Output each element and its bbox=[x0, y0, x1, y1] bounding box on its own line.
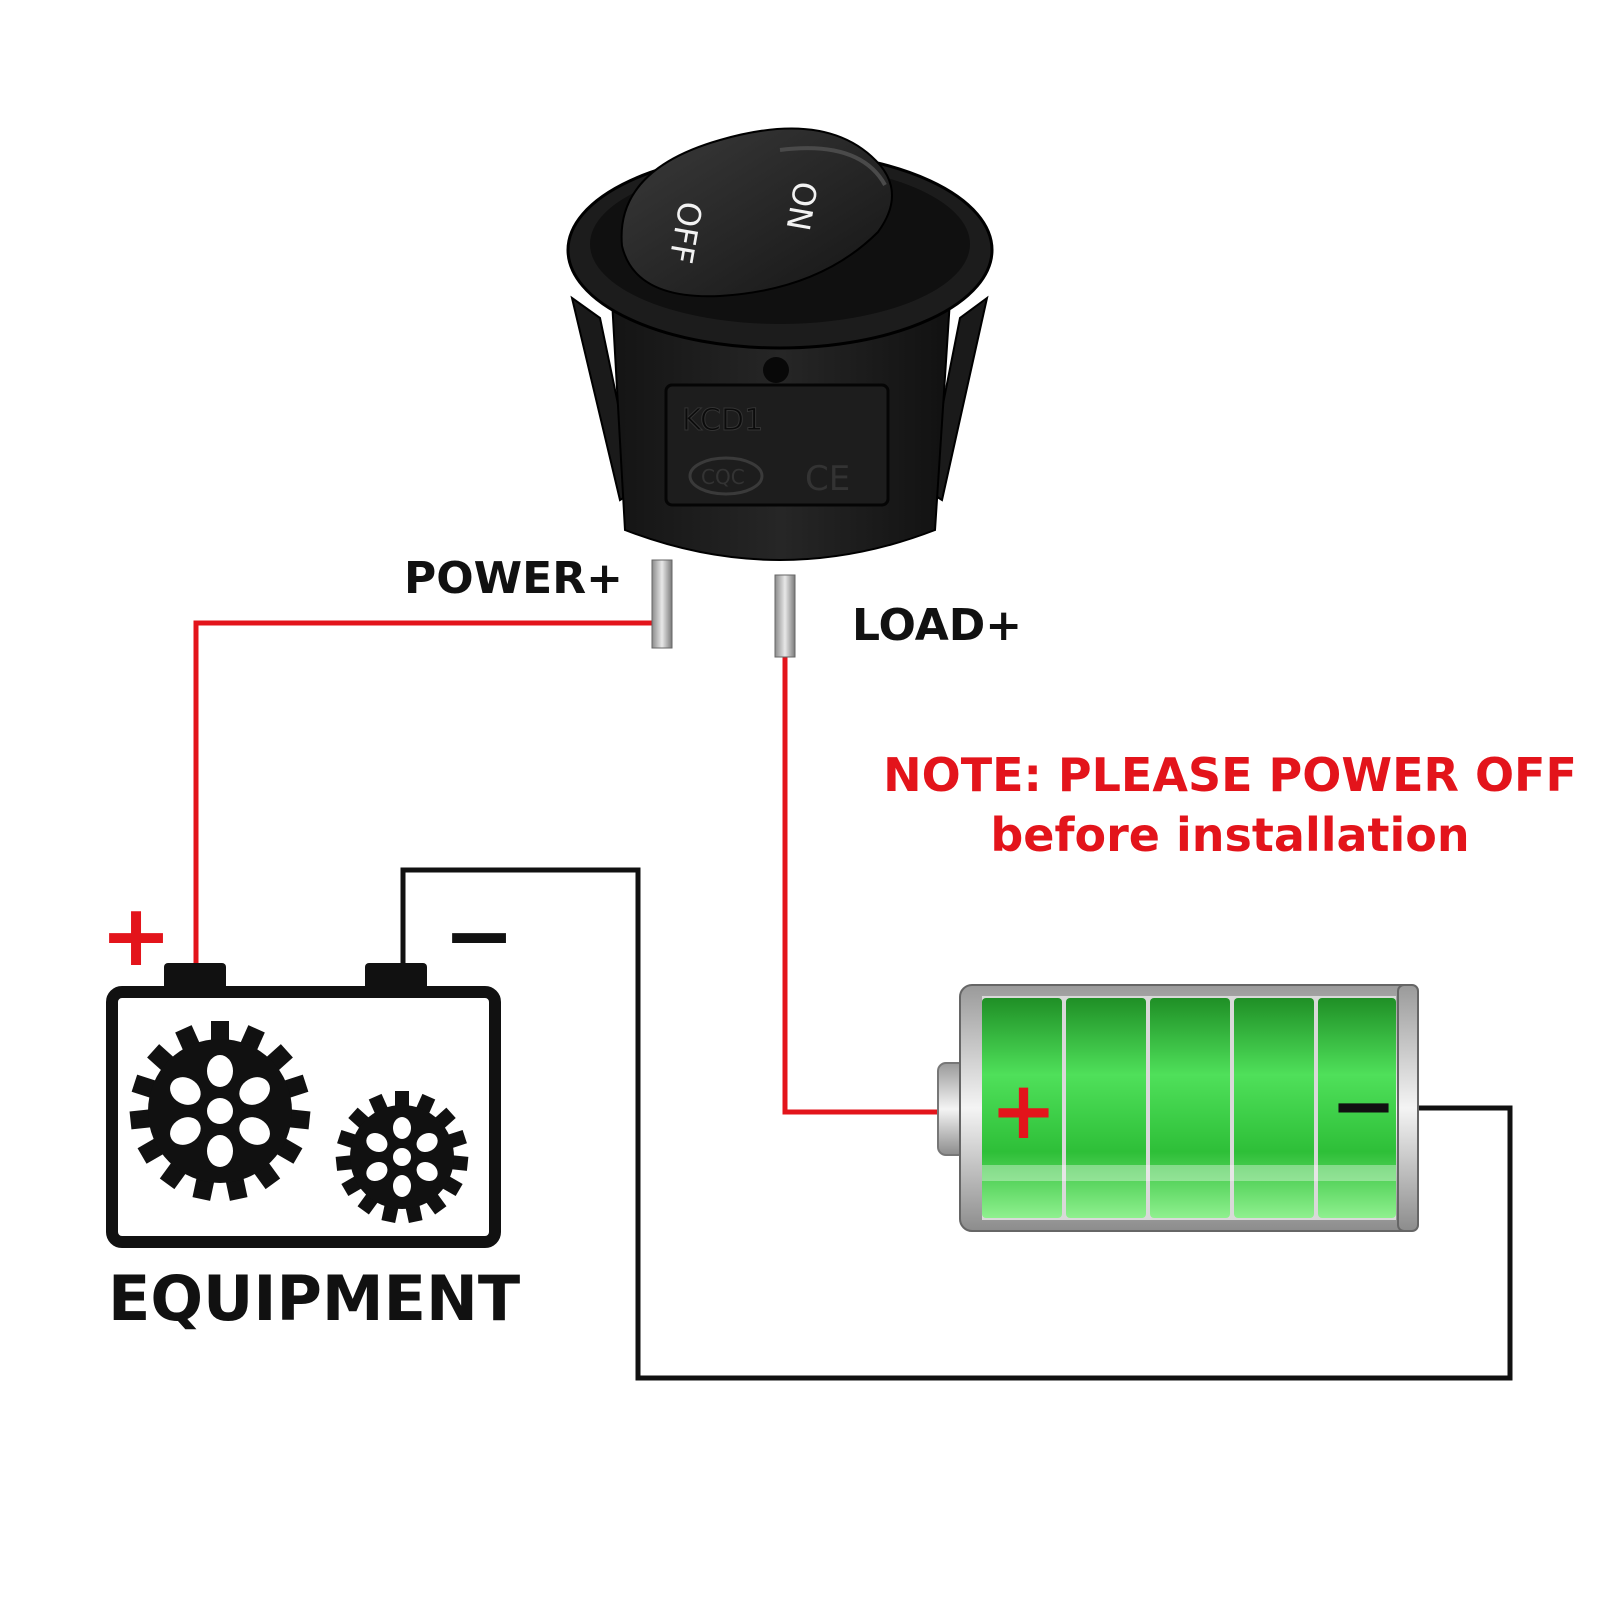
battery-cell bbox=[1234, 998, 1314, 1218]
rocker-switch: KCD1 CQC CE ON OFF bbox=[566, 127, 994, 658]
large-gear-icon bbox=[129, 1021, 311, 1201]
switch-cqc-text: CQC bbox=[701, 465, 745, 489]
switch-ce-text: CE bbox=[805, 459, 850, 499]
load-plus-label: LOAD+ bbox=[852, 600, 1023, 651]
note-line-1: NOTE: PLEASE POWER OFF bbox=[883, 748, 1577, 802]
battery-cell bbox=[1066, 998, 1146, 1218]
equipment-positive-terminal bbox=[164, 963, 226, 993]
equipment-label: EQUIPMENT bbox=[108, 1262, 521, 1335]
battery-cell bbox=[1150, 998, 1230, 1218]
equipment-minus-sign: − bbox=[443, 886, 515, 986]
battery-minus-sign: − bbox=[1330, 1059, 1397, 1152]
switch-model-text: KCD1 bbox=[682, 403, 763, 438]
equipment-plus-sign: + bbox=[100, 886, 172, 986]
positive-wire-load bbox=[782, 645, 945, 1115]
negative-wire bbox=[400, 867, 1513, 1381]
battery-cell bbox=[1318, 998, 1396, 1218]
battery: + − bbox=[937, 984, 1419, 1232]
switch-on-text: ON bbox=[779, 179, 825, 234]
equipment-negative-terminal bbox=[365, 963, 427, 993]
power-plus-label: POWER+ bbox=[404, 553, 623, 604]
positive-wire-power bbox=[193, 620, 655, 965]
equipment-box bbox=[106, 963, 501, 1248]
note-line-2: before installation bbox=[990, 808, 1470, 862]
battery-plus-sign: + bbox=[990, 1064, 1057, 1157]
small-gear-icon bbox=[335, 1091, 469, 1224]
cqc-mark-icon bbox=[688, 456, 764, 496]
battery-cell bbox=[982, 998, 1062, 1218]
